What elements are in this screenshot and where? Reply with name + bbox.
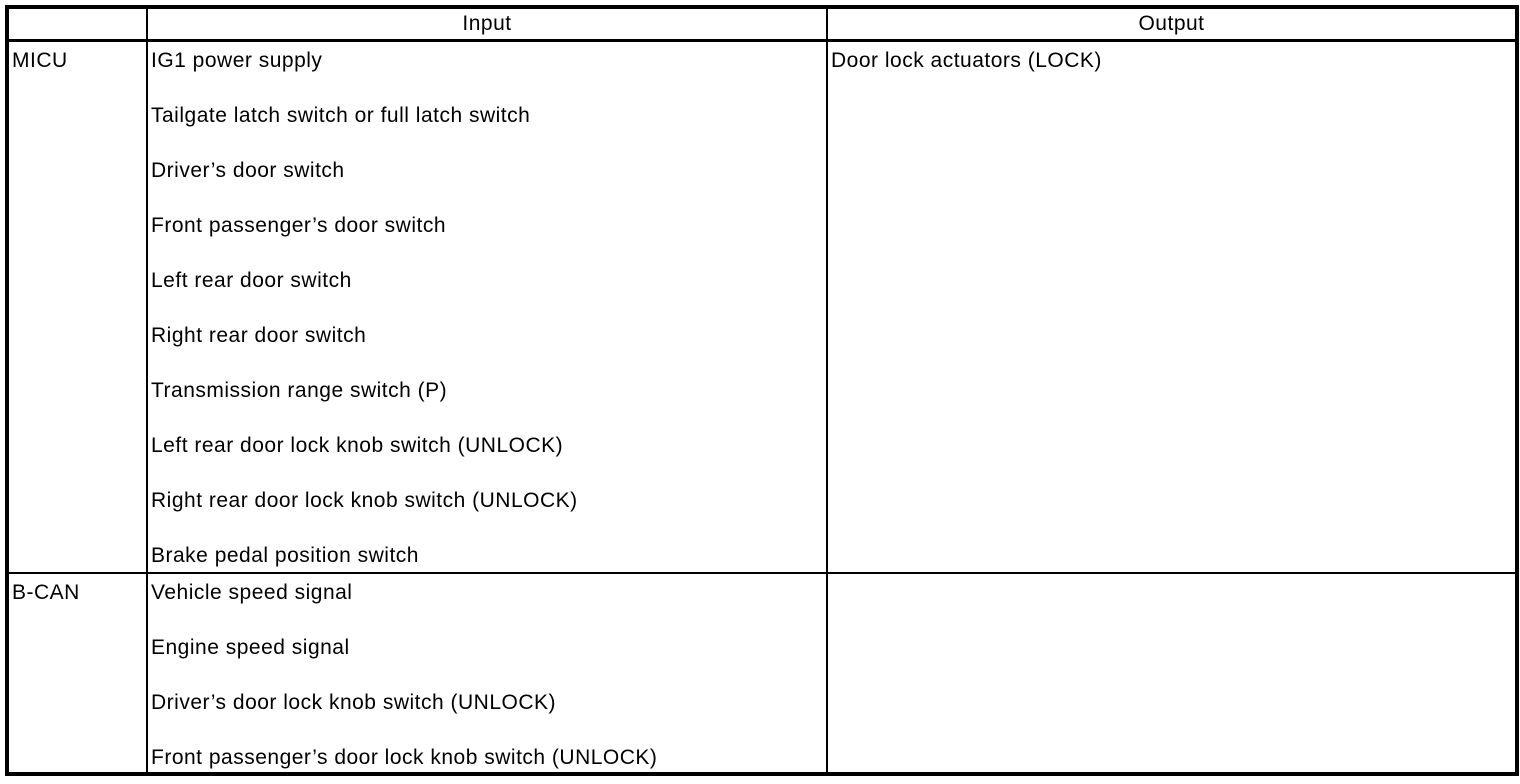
input-item: IG1 power supply	[151, 48, 323, 72]
input-item: Transmission range switch (P)	[151, 378, 448, 402]
input-item: Vehicle speed signal	[151, 581, 353, 604]
input-item: Brake pedal position switch	[151, 543, 419, 567]
input-item: Front passenger’s door lock knob switch …	[151, 746, 658, 769]
input-item: Right rear door switch	[151, 323, 367, 347]
input-item: Left rear door switch	[151, 268, 352, 292]
input-item: Front passenger’s door switch	[151, 213, 447, 237]
input-item: Right rear door lock knob switch (UNLOCK…	[151, 488, 578, 512]
header-row: Input Output	[6, 6, 1518, 42]
input-item: Engine speed signal	[151, 636, 350, 659]
output-cell: Door lock actuators (LOCK)	[826, 39, 1518, 574]
source-label: B-CAN	[6, 572, 148, 775]
output-cell	[826, 572, 1518, 775]
header-output-cell: Output	[826, 6, 1518, 42]
input-item: Left rear door lock knob switch (UNLOCK)	[151, 433, 564, 457]
input-item: Tailgate latch switch or full latch swit…	[151, 103, 531, 127]
input-item: Driver’s door switch	[151, 158, 345, 182]
header-source-cell	[6, 6, 148, 42]
source-label: MICU	[6, 39, 148, 574]
input-item: Driver’s door lock knob switch (UNLOCK)	[151, 691, 556, 714]
header-input-cell: Input	[146, 6, 828, 42]
